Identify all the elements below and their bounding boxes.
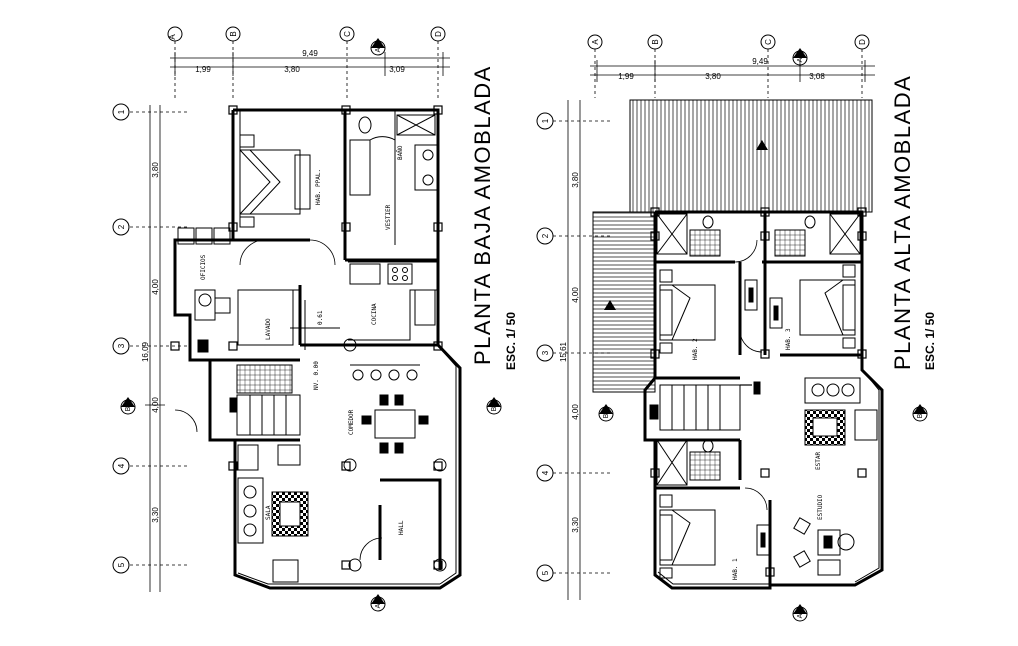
dim-v3-ground: 4,00 <box>151 397 160 413</box>
ground-floor-room-labels: HAB. PPAL. BAÑO VESTIER OFICIOS COCINA L… <box>200 145 405 535</box>
dim-h1-ground: 1,99 <box>195 65 211 74</box>
grid-col-b: B <box>229 31 238 36</box>
grid-row-3-upper: 3 <box>541 350 550 355</box>
section-mark-a-bottom-upper: A <box>792 604 808 622</box>
dim-v1-upper: 3,80 <box>571 172 580 188</box>
grid-row-4: 4 <box>117 463 126 468</box>
stairs-ground <box>229 364 301 436</box>
roof-top <box>629 99 873 213</box>
grid-col-d-upper: D <box>858 39 867 45</box>
grid-row-4-upper: 4 <box>541 470 550 475</box>
dim-total-ground: 9,49 <box>302 49 318 58</box>
ground-plan-title: PLANTA BAJA AMOBLADA <box>470 65 495 365</box>
upper-floor-walls <box>643 210 884 590</box>
label-estudio: ESTUDIO <box>817 494 824 520</box>
dim-vtotal-ground: 16,09 <box>141 341 150 362</box>
label-comedor: COMEDOR <box>348 409 355 435</box>
dim-v4-upper: 3,30 <box>571 517 580 533</box>
section-mark-b-left-upper: B <box>598 404 614 422</box>
label-vestier: VESTIER <box>385 204 392 230</box>
dim-h3-ground: 3,09 <box>389 65 405 74</box>
structural-columns <box>170 105 443 570</box>
dim-v3-upper: 4,00 <box>571 404 580 420</box>
label-cocina: COCINA <box>371 303 378 325</box>
master-bed <box>239 134 311 228</box>
laundry-fixtures <box>177 227 231 353</box>
stairs-upper <box>649 381 761 431</box>
door-swings <box>174 239 383 561</box>
dim-v2-ground: 4,00 <box>151 279 160 295</box>
label-bano: BAÑO <box>397 145 404 160</box>
label-hab3: HAB. 3 <box>785 328 792 350</box>
grid-col-c-upper: C <box>764 39 773 45</box>
roof-left <box>592 211 656 393</box>
upper-beds <box>659 264 856 579</box>
round-columns <box>343 338 447 572</box>
label-sala: SALA <box>265 505 272 520</box>
upper-plan-title: PLANTA ALTA AMOBLADA <box>890 75 915 370</box>
svg-text:A: A <box>797 57 804 62</box>
label-hab-ppal: HAB. PPAL. <box>315 169 322 205</box>
dim-v4-ground: 3,30 <box>151 507 160 523</box>
grid-col-a-upper: A <box>591 39 600 45</box>
svg-text:B: B <box>603 413 610 418</box>
grid-row-1-upper: 1 <box>541 118 550 123</box>
kitchen-counter <box>290 261 439 350</box>
ground-floor-plan: A B C D 9,49 1,99 3,80 3,09 A <box>112 26 518 612</box>
upper-bathrooms <box>656 213 861 486</box>
estar-furniture <box>793 377 878 576</box>
svg-text:A: A <box>375 603 382 608</box>
svg-text:B: B <box>125 406 132 411</box>
label-lavado: LAVADO <box>265 318 272 340</box>
upper-plan-scale: ESC. 1/ 50 <box>923 312 937 370</box>
label-estar: ESTAR <box>815 452 822 470</box>
living-room-furniture <box>237 444 309 583</box>
dining-table <box>361 394 429 454</box>
section-mark-b-right: B <box>486 397 502 415</box>
label-hab2: HAB. 2 <box>692 338 699 360</box>
svg-text:B: B <box>491 406 498 411</box>
label-level: NV. 0.00 <box>313 361 320 390</box>
upper-floor-room-labels: HAB. 2 HAB. 3 HAB. 1 ESTAR ESTUDIO <box>692 328 824 580</box>
section-mark-b-left: B <box>120 397 136 415</box>
svg-text:A: A <box>797 613 804 618</box>
ground-plan-scale: ESC. 1/ 50 <box>504 312 518 370</box>
grid-row-1: 1 <box>117 109 126 114</box>
svg-text:B: B <box>917 413 924 418</box>
grid-col-d: D <box>434 31 443 37</box>
bathroom-fixtures <box>349 114 438 196</box>
section-mark-b-right-upper: B <box>912 404 928 422</box>
grid-row-2: 2 <box>117 224 126 229</box>
grid-row-5: 5 <box>117 562 126 567</box>
dim-vtotal-upper: 15,61 <box>559 341 568 362</box>
section-mark-a-top: A <box>370 38 386 56</box>
label-hab1: HAB. 1 <box>732 558 739 580</box>
section-mark-a-bottom: A <box>370 594 386 612</box>
grid-col-labels <box>167 26 446 42</box>
grid-row-5-upper: 5 <box>541 570 550 575</box>
label-level2: 0.61 <box>317 310 324 325</box>
bar-stools <box>350 364 420 381</box>
grid-col-c: C <box>343 31 352 37</box>
dim-total-upper: 9,49 <box>752 57 768 66</box>
dim-v2-upper: 4,00 <box>571 287 580 303</box>
svg-text:A: A <box>375 47 382 52</box>
dim-h2-upper: 3,80 <box>705 72 721 81</box>
dim-h3-upper: 3,08 <box>809 72 825 81</box>
dim-h2-ground: 3,80 <box>284 65 300 74</box>
upper-floor-plan: A B C D 9,49 1,99 3,80 3,08 A <box>536 34 937 622</box>
label-hall: HALL <box>398 520 405 535</box>
grid-row-2-upper: 2 <box>541 233 550 238</box>
dim-v1-ground: 3,80 <box>151 162 160 178</box>
grid-col-b-upper: B <box>651 39 660 44</box>
label-oficios: OFICIOS <box>200 254 207 280</box>
grid-col-a: A <box>168 34 177 40</box>
dim-h1-upper: 1,99 <box>618 72 634 81</box>
section-mark-a-top-upper: A <box>792 48 808 66</box>
grid-row-3: 3 <box>117 343 126 348</box>
